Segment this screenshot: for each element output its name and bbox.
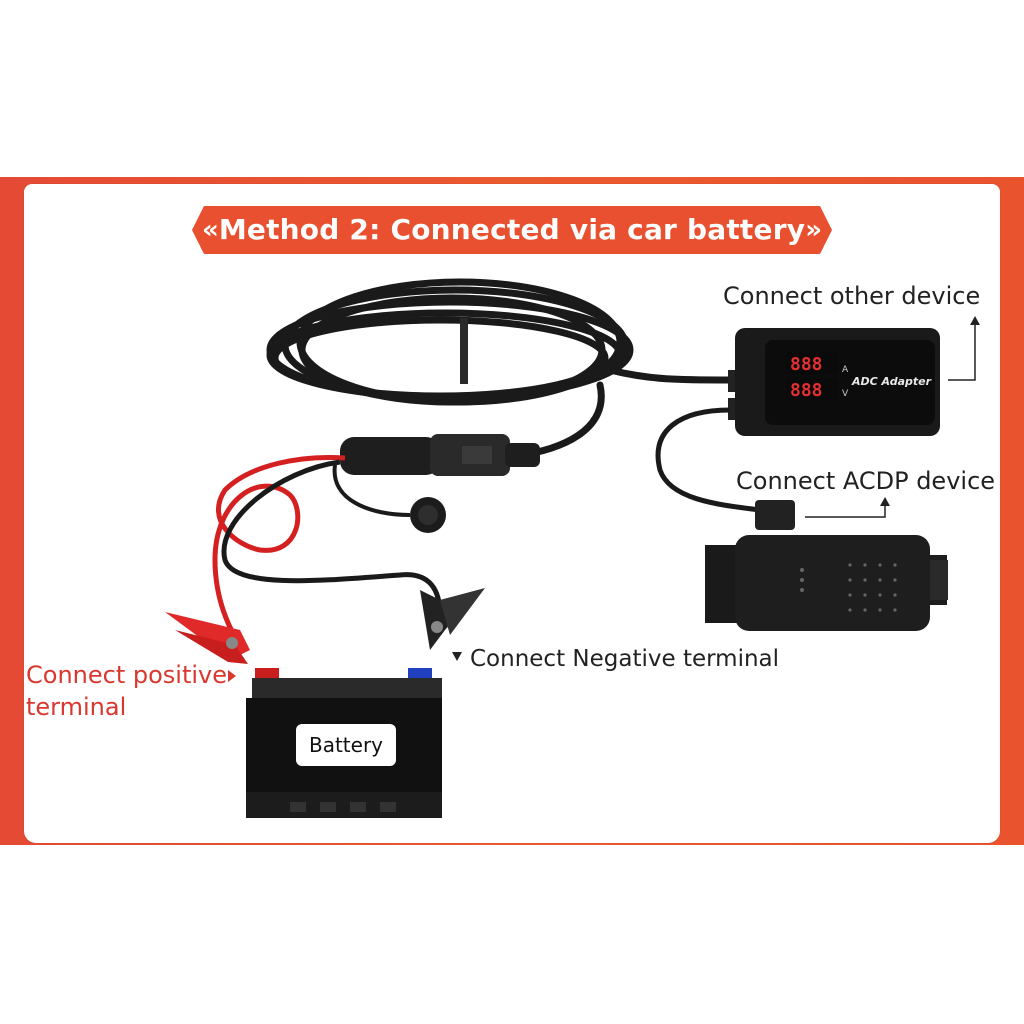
svg-text:ADC Adapter: ADC Adapter <box>851 375 932 388</box>
label-connect-other-device: Connect other device <box>723 282 981 310</box>
red-clamp-icon <box>165 612 250 664</box>
label-connect-positive-line2: terminal <box>26 693 127 721</box>
svg-text:A: A <box>842 365 849 375</box>
black-clamp-icon <box>420 588 485 650</box>
arrow-right-icon <box>228 670 236 682</box>
red-cable <box>212 455 346 647</box>
adapter-cable <box>655 407 761 513</box>
arrow-up-icon <box>970 316 980 325</box>
right-angle-plug <box>755 500 795 530</box>
title-banner: « Method 2: Connected via car battery » <box>192 206 832 254</box>
black-cable <box>221 459 443 616</box>
chevron-left-icon: « <box>202 215 219 245</box>
cigarette-socket <box>332 434 540 533</box>
mini-acdp-icon <box>705 535 948 631</box>
svg-text:888: 888 <box>790 354 823 375</box>
label-connect-positive-line1: Connect positive <box>26 661 227 689</box>
arrow-up-icon-2 <box>880 497 890 506</box>
page-title: Method 2: Connected via car battery <box>218 213 806 246</box>
svg-text:888: 888 <box>790 380 823 401</box>
coiled-cable <box>266 278 734 459</box>
leader-lines <box>805 325 976 518</box>
label-connect-acdp-device: Connect ACDP device <box>736 467 996 495</box>
arrow-down-icon <box>452 652 462 661</box>
cable-tie <box>460 318 468 384</box>
svg-text:V: V <box>842 389 849 399</box>
banner-shape <box>192 206 832 254</box>
chevron-right-icon: » <box>805 215 822 245</box>
label-connect-negative-terminal: Connect Negative terminal <box>470 646 780 672</box>
adc-adapter-icon: 888 888 A V ADC Adapter <box>728 328 940 436</box>
battery-label: Battery <box>296 724 396 766</box>
